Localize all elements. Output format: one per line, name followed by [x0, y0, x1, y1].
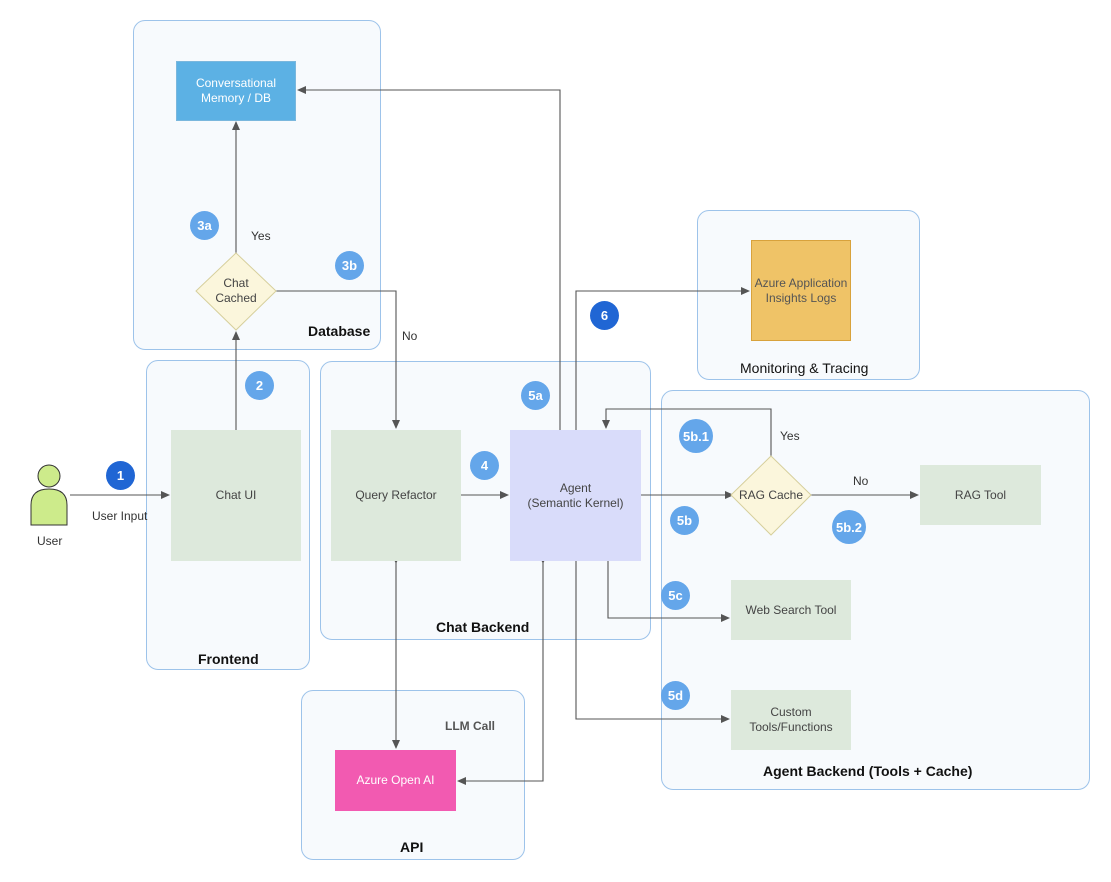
chat-cached-diamond — [195, 252, 277, 331]
edge-agent-to-web-search — [607, 561, 730, 622]
azure-openai-node[interactable]: Azure Open AI — [335, 750, 456, 811]
step-badge-5b1: 5b.1 — [679, 419, 713, 453]
frontend-group-label: Frontend — [198, 651, 259, 667]
user-input-label: User Input — [92, 509, 148, 523]
query-refactor-node[interactable]: Query Refactor — [331, 430, 461, 561]
chat-cached-label: Chat Cached — [215, 276, 257, 305]
user-icon — [30, 464, 68, 526]
step-badge-6: 6 — [590, 301, 619, 330]
edge-agent-to-insights — [575, 287, 750, 430]
step-badge-3b: 3b — [335, 251, 364, 280]
api-group-label: API — [400, 839, 424, 855]
edge-rag-yes-to-agent — [602, 408, 772, 456]
edge-cache-no-to-refactor — [276, 290, 400, 429]
step-badge-5a: 5a — [521, 381, 550, 410]
agent-node[interactable]: Agent (Semantic Kernel) — [510, 430, 641, 561]
database-group-label: Database — [308, 323, 371, 339]
step-badge-1: 1 — [106, 461, 135, 490]
custom-tools-node[interactable]: Custom Tools/Functions — [731, 690, 851, 750]
step-badge-4: 4 — [470, 451, 499, 480]
agent-backend-group-label: Agent Backend (Tools + Cache) — [763, 763, 973, 779]
step-badge-5d: 5d — [661, 681, 690, 710]
step-badge-3a: 3a — [190, 211, 219, 240]
user-label: User — [37, 534, 63, 548]
insights-logs-node[interactable]: Azure Application Insights Logs — [751, 240, 851, 341]
chat-ui-node[interactable]: Chat UI — [171, 430, 301, 561]
rag-no-label: No — [853, 474, 869, 488]
step-badge-5b: 5b — [670, 506, 699, 535]
cache-no-label: No — [402, 329, 418, 343]
cache-yes-label: Yes — [251, 229, 271, 243]
edge-agent-to-memory — [297, 86, 561, 430]
rag-cache-diamond — [730, 455, 812, 536]
web-search-tool-node[interactable]: Web Search Tool — [731, 580, 851, 640]
step-badge-2: 2 — [245, 371, 274, 400]
monitoring-group-label: Monitoring & Tracing — [740, 360, 869, 376]
step-badge-5c: 5c — [661, 581, 690, 610]
llm-call-label: LLM Call — [445, 719, 495, 733]
chat-backend-group-label: Chat Backend — [436, 619, 530, 635]
rag-yes-label: Yes — [780, 429, 800, 443]
conversational-memory-db[interactable]: Conversational Memory / DB — [176, 61, 296, 121]
edge-agent-to-custom-tools — [575, 561, 730, 723]
rag-tool-node[interactable]: RAG Tool — [920, 465, 1041, 525]
step-badge-5b2: 5b.2 — [832, 510, 866, 544]
edge-agent-openai — [457, 555, 547, 785]
rag-cache-label: RAG Cache — [738, 487, 804, 502]
